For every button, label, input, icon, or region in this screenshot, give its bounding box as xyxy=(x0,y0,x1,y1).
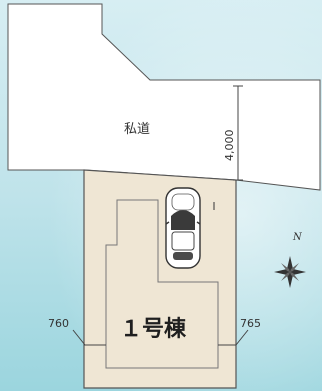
north-arrow-icon xyxy=(274,256,306,288)
road-label: 私道 xyxy=(124,122,150,137)
setback-left-line xyxy=(72,329,106,346)
north-label: N xyxy=(292,232,303,243)
parked-car-icon xyxy=(165,187,201,269)
building-footprint xyxy=(105,199,219,369)
building-label: １号棟 xyxy=(120,316,187,342)
setback-right-label: 765 xyxy=(240,317,261,330)
setback-right-line xyxy=(218,329,249,346)
road-width-dimension xyxy=(233,85,243,181)
private-road xyxy=(7,3,321,191)
road-width-label: 4,000 xyxy=(223,130,236,162)
setback-left-label: 760 xyxy=(48,317,69,330)
